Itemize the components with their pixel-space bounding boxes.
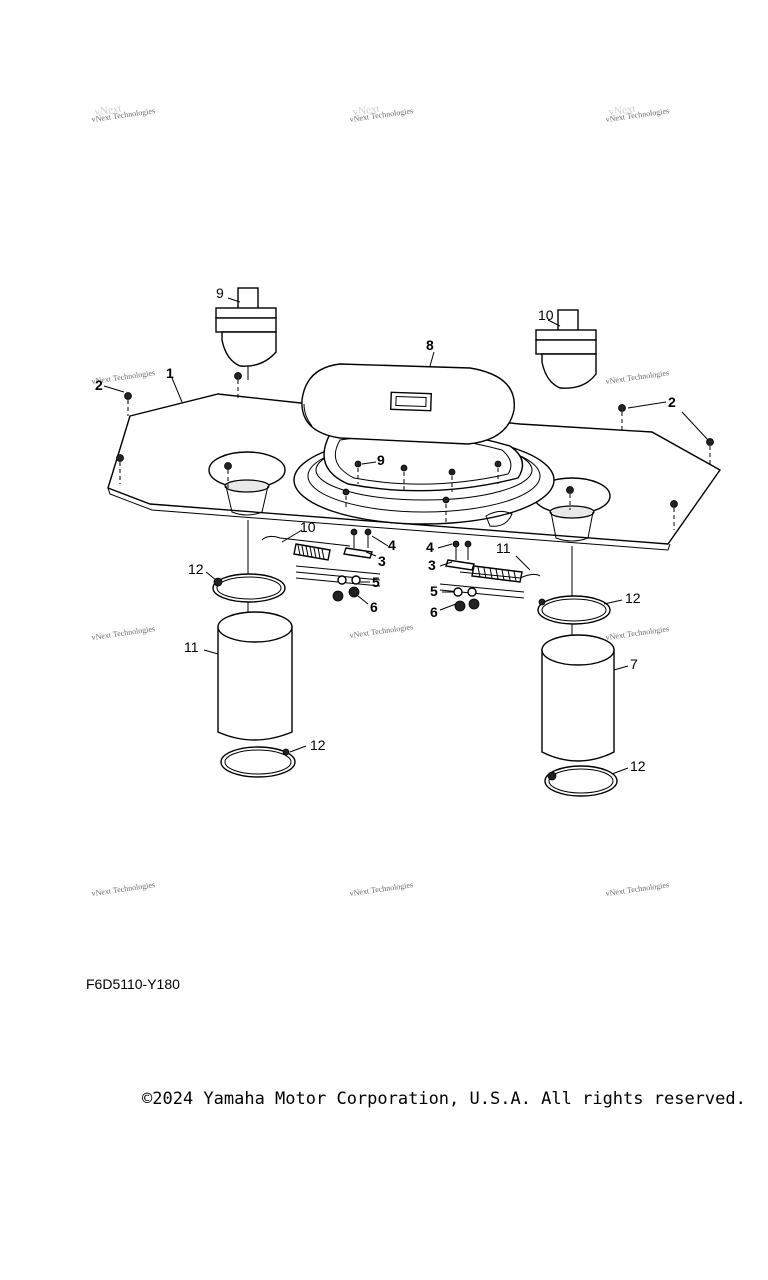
callout-3: 3 — [428, 557, 436, 573]
vent-nozzle-right — [535, 309, 597, 389]
callout-1: 1 — [166, 365, 174, 381]
watermark: vNext Technologies — [91, 880, 156, 898]
callout-11: 11 — [184, 639, 199, 655]
callout-5: 5 — [430, 583, 438, 599]
duct-assembly-right — [537, 595, 618, 797]
screw — [342, 488, 350, 510]
screws — [116, 372, 714, 530]
screw — [400, 464, 408, 490]
callout-5: 5 — [372, 574, 380, 590]
screw — [116, 454, 124, 484]
svg-text:vNext Technologies: vNext Technologies — [349, 880, 414, 898]
screw — [566, 486, 574, 510]
copyright-notice: ©2024 Yamaha Motor Corporation, U.S.A. A… — [142, 1089, 746, 1109]
callout-9: 10 — [538, 307, 554, 323]
watermark: vNext Technologies — [605, 624, 670, 642]
svg-text:vNext: vNext — [94, 103, 122, 119]
svg-text:vNext: vNext — [608, 103, 636, 119]
watermark: vNext Technologies — [349, 880, 414, 898]
watermark: vNext Technologies — [605, 880, 670, 898]
hatch-gasket — [323, 428, 524, 492]
hatch-cover — [301, 363, 515, 445]
watermark: vNext vNext Technologies — [605, 103, 670, 124]
svg-text:vNext Technologies: vNext Technologies — [605, 368, 670, 386]
callout-12: 12 — [630, 758, 646, 774]
callout-12: 12 — [310, 737, 326, 753]
screw — [448, 468, 456, 492]
callout-2: 2 — [95, 377, 103, 393]
assembly-lines — [247, 520, 573, 660]
screw — [618, 404, 626, 430]
callout-9: 9 — [216, 285, 224, 301]
screw — [234, 372, 242, 398]
screw — [494, 460, 502, 484]
screw — [124, 392, 132, 416]
callout-10: 10 — [300, 519, 316, 535]
callout-4: 4 — [388, 537, 396, 553]
callout-7: 8 — [426, 337, 434, 353]
screw — [706, 438, 714, 466]
callout-4: 4 — [426, 539, 434, 555]
screw — [442, 496, 450, 522]
callout-12: 12 — [625, 590, 641, 606]
callout-2: 2 — [668, 394, 676, 410]
svg-text:vNext Technologies: vNext Technologies — [91, 624, 156, 642]
svg-text:vNext Technologies: vNext Technologies — [605, 624, 670, 642]
watermark: vNext Technologies — [349, 622, 414, 640]
callout-11: 7 — [630, 656, 638, 672]
callout-6: 6 — [370, 599, 378, 615]
hardware-left — [261, 528, 381, 602]
hardware-right — [439, 540, 541, 612]
screw — [670, 500, 678, 530]
callout-6: 6 — [430, 604, 438, 620]
callout-3: 3 — [378, 553, 386, 569]
svg-text:vNext Technologies: vNext Technologies — [91, 880, 156, 898]
duct-assembly-left — [212, 573, 296, 778]
watermark: vNext vNext Technologies — [349, 103, 414, 124]
watermark: vNext Technologies — [605, 368, 670, 386]
diagram-code: F6D5110-Y180 — [86, 976, 180, 992]
svg-text:vNext Technologies: vNext Technologies — [605, 880, 670, 898]
callouts: 9 10 8 1 2 2 9 10 11 4 4 3 3 5 5 6 6 12 … — [95, 285, 676, 774]
leader-lines — [103, 297, 709, 775]
svg-text:vNext Technologies: vNext Technologies — [349, 622, 414, 640]
watermark: vNext vNext Technologies — [91, 103, 156, 124]
watermark: vNext Technologies — [91, 624, 156, 642]
screw — [224, 462, 232, 490]
vent-nozzle-left — [215, 287, 277, 380]
callout-12: 12 — [188, 561, 204, 577]
callout-10: 11 — [496, 540, 511, 556]
callout-8: 9 — [377, 452, 385, 468]
screw — [354, 460, 362, 484]
svg-text:vNext: vNext — [352, 103, 380, 119]
